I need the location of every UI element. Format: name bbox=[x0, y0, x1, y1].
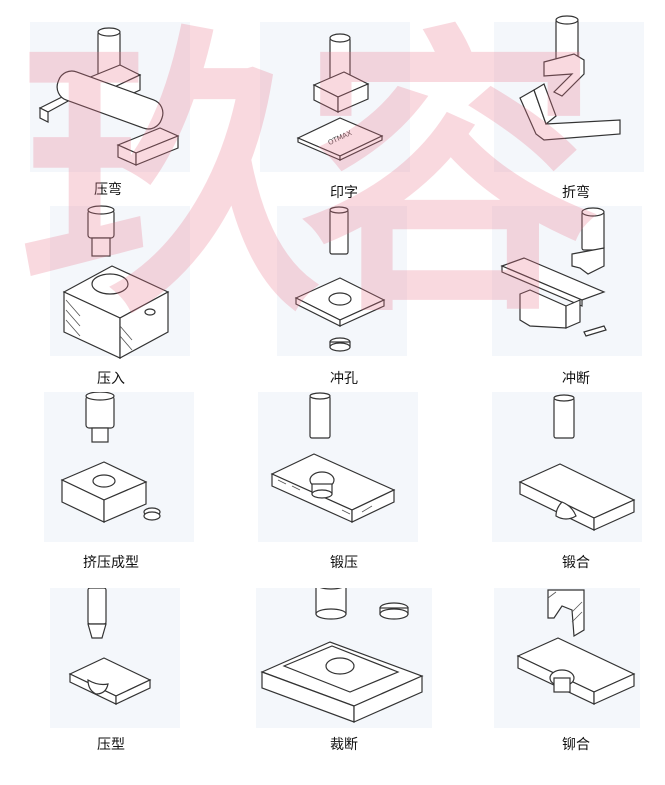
process-label: 裁断 bbox=[330, 737, 358, 753]
process-label: 铆合 bbox=[562, 737, 590, 753]
process-cell-punching: 冲孔 bbox=[222, 196, 444, 392]
process-cell-press-forming: 压型 bbox=[0, 588, 222, 785]
forging-illustration bbox=[270, 392, 396, 523]
process-label: 锻合 bbox=[562, 555, 590, 571]
process-label: 折弯 bbox=[562, 185, 590, 201]
punching-illustration bbox=[294, 206, 386, 352]
pressing-in-illustration bbox=[62, 205, 170, 360]
process-label: 压型 bbox=[97, 737, 125, 753]
riveting-illustration bbox=[516, 589, 636, 705]
process-cell-forge-joining: 锻合 bbox=[444, 392, 665, 588]
process-label: 冲断 bbox=[562, 371, 590, 387]
forge-joining-illustration bbox=[518, 394, 636, 531]
process-cell-shearing: 冲断 bbox=[444, 196, 665, 392]
process-cell-folding: 折弯 bbox=[444, 0, 665, 201]
process-cell-forging: 锻压 bbox=[222, 392, 444, 588]
process-cell-riveting: 铆合 bbox=[444, 588, 665, 785]
process-label: 压入 bbox=[97, 371, 125, 387]
process-cell-marking: OTMAX 印字 bbox=[222, 0, 444, 201]
process-label: 锻压 bbox=[330, 555, 358, 571]
folding-illustration bbox=[519, 15, 621, 141]
process-cell-pressing-in: 压入 bbox=[0, 196, 222, 392]
marking-illustration: OTMAX bbox=[296, 33, 384, 161]
shearing-illustration bbox=[500, 207, 607, 337]
process-cell-extrusion: 挤压成型 bbox=[0, 392, 222, 588]
process-cell-blanking: 裁断 bbox=[222, 588, 444, 785]
process-label: 压弯 bbox=[94, 182, 122, 198]
extrusion-illustration bbox=[60, 392, 161, 523]
blanking-illustration bbox=[260, 588, 424, 723]
press-forming-illustration bbox=[68, 588, 152, 705]
process-label: 挤压成型 bbox=[83, 555, 139, 571]
bending-illustration bbox=[38, 27, 180, 166]
illustration-panel bbox=[44, 392, 194, 542]
process-cell-bending: 压弯 bbox=[0, 0, 222, 198]
process-label: 冲孔 bbox=[330, 371, 358, 387]
process-label: 印字 bbox=[330, 185, 358, 201]
illustration-panel bbox=[50, 588, 180, 728]
